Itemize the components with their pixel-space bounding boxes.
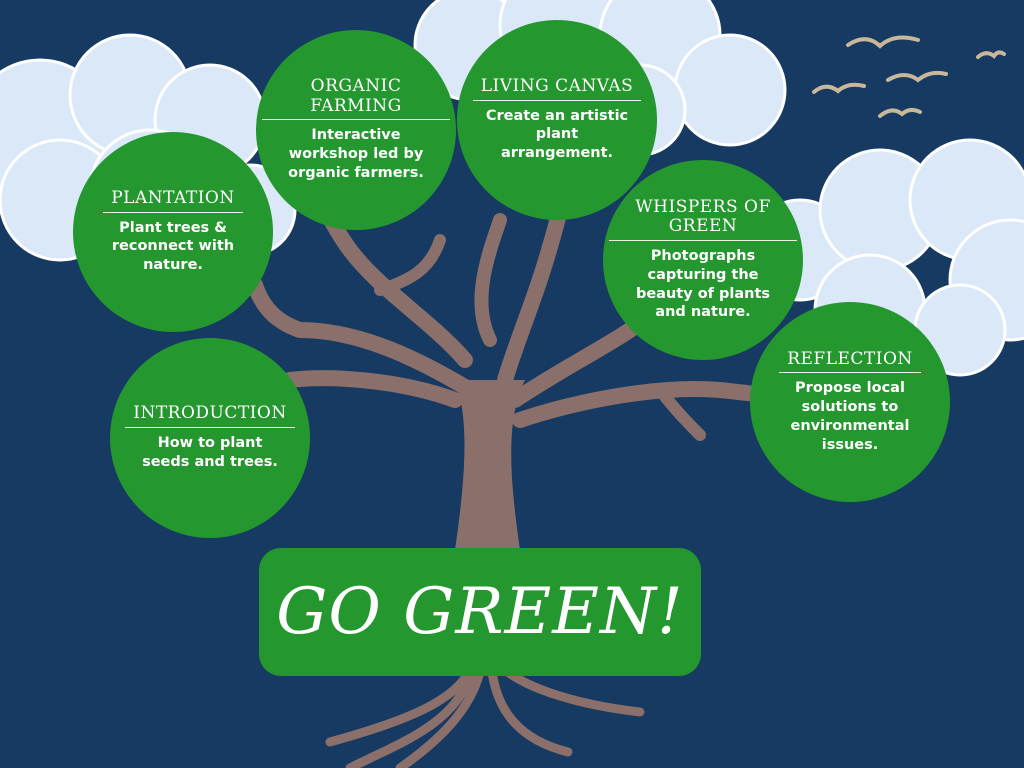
node-introduction: INTRODUCTION How to plant seeds and tree…: [110, 338, 310, 538]
bird-icon: [878, 107, 922, 118]
node-heading: WHISPERS OF GREEN: [609, 197, 797, 241]
bird-icon: [976, 50, 1006, 59]
node-description: Plant trees & reconnect with nature.: [111, 219, 235, 274]
node-heading: REFLECTION: [779, 349, 921, 374]
tree-branch: [654, 384, 706, 441]
node-heading: INTRODUCTION: [125, 404, 295, 428]
node-organic-farming: ORGANIC FARMING Interactive workshop led…: [256, 30, 456, 230]
node-living-canvas: LIVING CANVAS Create an artistic plant a…: [457, 20, 657, 220]
node-description: Interactive workshop led by organic farm…: [288, 127, 424, 181]
tree-branch: [282, 370, 463, 408]
node-reflection: REFLECTION Propose local solutions to en…: [750, 302, 950, 502]
tree-roots: [325, 665, 645, 768]
page-title: GO GREEN!: [276, 575, 684, 649]
tree-branch: [474, 213, 507, 347]
tree-trunk: [455, 380, 525, 550]
node-heading: LIVING CANVAS: [472, 76, 642, 101]
bird-icon: [812, 82, 866, 94]
node-whispers-of-green: WHISPERS OF GREEN Photographs capturing …: [603, 160, 803, 360]
bird-icon: [886, 70, 948, 83]
tree-branch: [374, 234, 446, 296]
node-plantation: PLANTATION Plant trees & reconnect with …: [73, 132, 273, 332]
title-banner: GO GREEN!: [259, 548, 701, 676]
tree-branch: [247, 277, 478, 398]
node-description: How to plant seeds and trees.: [142, 434, 278, 470]
node-description: Create an artistic plant arrangement.: [485, 107, 629, 162]
node-heading: PLANTATION: [103, 188, 243, 213]
node-description: Propose local solutions to environmental…: [790, 380, 910, 453]
bird-icon: [846, 35, 920, 49]
node-heading: ORGANIC FARMING: [262, 76, 450, 121]
tree-branch: [497, 202, 568, 388]
tree-branch: [512, 381, 778, 428]
node-description: Photographs capturing the beauty of plan…: [635, 247, 771, 321]
